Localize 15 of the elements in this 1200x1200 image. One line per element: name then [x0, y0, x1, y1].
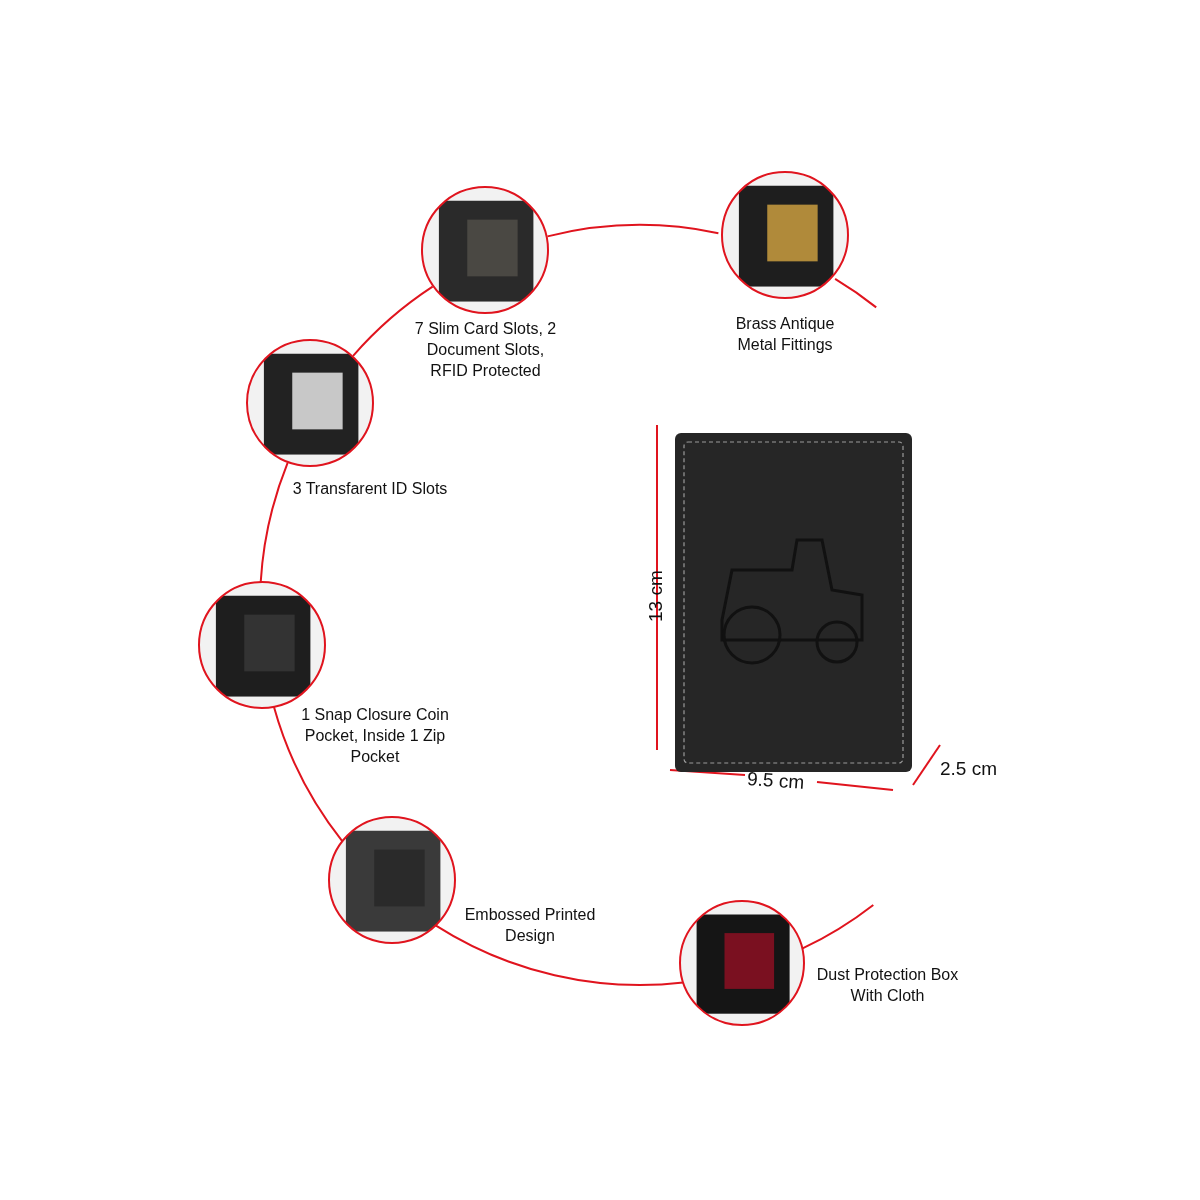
- connector-line: [546, 224, 720, 238]
- feature-caption: Brass Antique Metal Fittings: [734, 314, 836, 355]
- dimension-label: 9.5 cm: [746, 768, 805, 794]
- feature-caption: 3 Transfarent ID Slots: [291, 479, 449, 499]
- feature-caption: 1 Snap Closure Coin Pocket, Inside 1 Zip Pocket: [300, 705, 450, 767]
- connector-line: [834, 277, 878, 309]
- connector-line: [801, 904, 875, 950]
- feature-caption: Embossed Printed Design: [463, 905, 597, 946]
- feature-caption: Dust Protection Box With Cloth: [815, 965, 960, 1006]
- dimension-label: 2.5 cm: [940, 758, 998, 780]
- connector-line: [434, 924, 685, 986]
- connector-line: [272, 705, 344, 843]
- connector-line: [352, 285, 434, 357]
- dimension-label: 13 cm: [645, 570, 667, 622]
- feature-caption: 7 Slim Card Slots, 2 Document Slots, RFID Protected: [413, 319, 558, 381]
